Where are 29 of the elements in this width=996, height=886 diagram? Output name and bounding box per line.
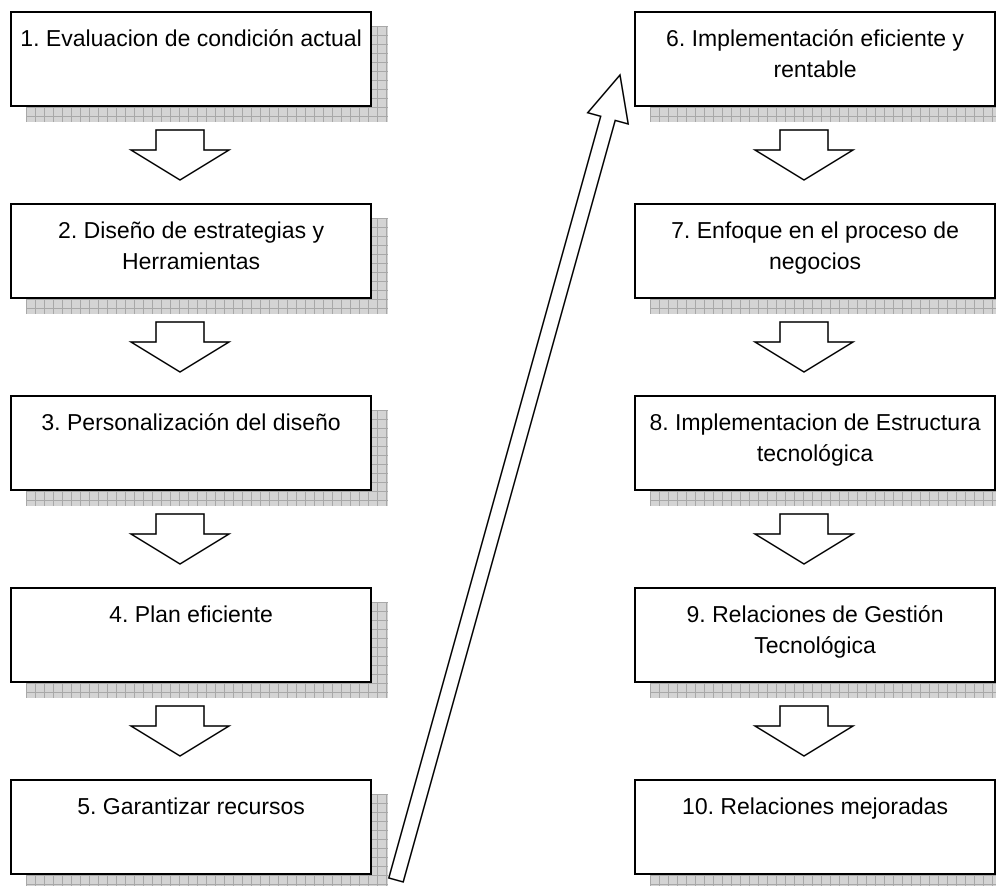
step-text: 4. Plan eficiente [109, 600, 273, 629]
block-arrow [752, 321, 856, 373]
step-text: 3. Personalización del diseño [41, 408, 341, 437]
step-box [634, 11, 996, 107]
block-arrow [128, 321, 232, 373]
block-arrow [128, 705, 232, 757]
step-box [634, 587, 996, 683]
block-arrow [388, 73, 630, 883]
step-box [10, 11, 372, 107]
block-arrow [752, 129, 856, 181]
step-text: 9. Relaciones de Gestión Tecnológica [686, 600, 944, 660]
block-arrow [128, 129, 232, 181]
step-box [10, 203, 372, 299]
step-text: 7. Enfoque en el proceso de negocios [670, 216, 960, 276]
step-text: 10. Relaciones mejoradas [682, 792, 948, 821]
step-box [634, 203, 996, 299]
step-box [10, 779, 372, 875]
step-box [634, 779, 996, 875]
step-text: 8. Implementacion de Estructura tecnológica [648, 408, 982, 468]
step-text: 5. Garantizar recursos [77, 792, 305, 821]
step-box [10, 395, 372, 491]
block-arrow [128, 513, 232, 565]
block-arrow [752, 513, 856, 565]
block-arrow [752, 705, 856, 757]
step-text: 6. Implementación eficiente y rentable [665, 24, 965, 84]
step-box [10, 587, 372, 683]
step-box [634, 395, 996, 491]
step-text: 1. Evaluacion de condición actual [20, 24, 362, 53]
step-text: 2. Diseño de estrategias y Herramientas [57, 216, 325, 276]
